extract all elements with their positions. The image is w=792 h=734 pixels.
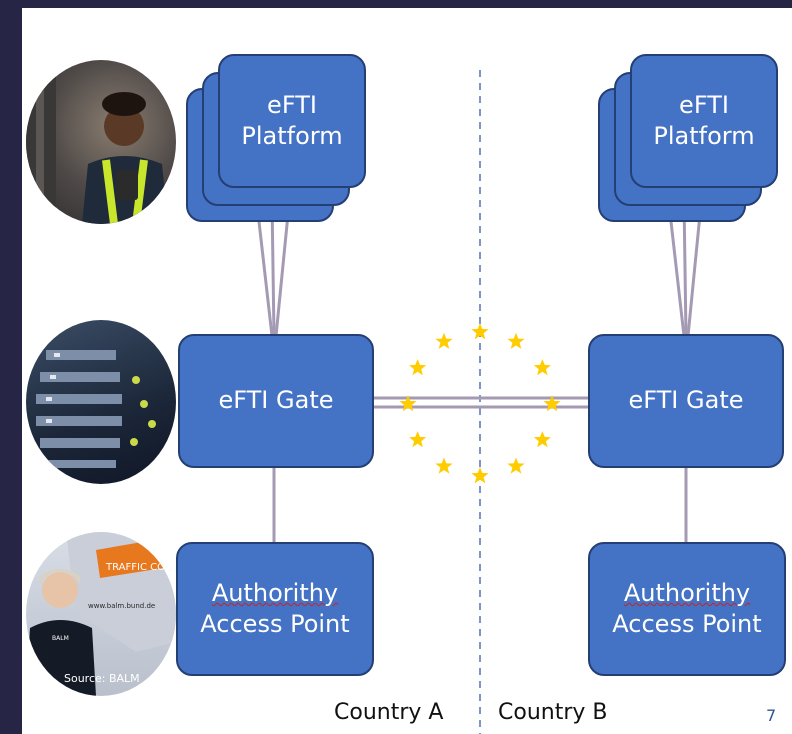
worker-photo: [26, 60, 176, 224]
vest-text: BALM: [52, 635, 69, 642]
slide: TRAFFIC CONTROL www.balm.bund.de BALM So…: [22, 8, 792, 734]
country-a-label: Country A: [334, 700, 444, 725]
left-authority-access-point[interactable]: Authorithy Access Point: [176, 542, 374, 676]
right-platform-line1: eFTI: [679, 90, 729, 119]
left-efti-gate[interactable]: eFTI Gate: [178, 334, 374, 468]
country-b-label: Country B: [498, 700, 608, 725]
left-access-line1: Authorithy: [211, 578, 339, 607]
left-access-line2: Access Point: [200, 610, 350, 638]
eu-star: [471, 323, 489, 340]
van-text: TRAFFIC CONTROL: [105, 562, 176, 573]
eu-star: [507, 457, 525, 474]
eu-star: [507, 332, 525, 349]
eu-star: [471, 467, 489, 484]
eu-star: [409, 359, 427, 376]
eu-star: [543, 395, 561, 412]
right-access-line2: Access Point: [612, 610, 762, 638]
right-access-line1: Authorithy: [623, 578, 751, 607]
left-gate-label: eFTI Gate: [218, 386, 334, 415]
officer-photo: TRAFFIC CONTROL www.balm.bund.de BALM So…: [26, 532, 176, 696]
right-efti-platform[interactable]: eFTI Platform: [630, 54, 778, 188]
left-efti-platform[interactable]: eFTI Platform: [218, 54, 366, 188]
photo-credit: Source: BALM: [64, 672, 140, 685]
officer-illustration: TRAFFIC CONTROL www.balm.bund.de BALM So…: [26, 532, 176, 696]
left-platform-line1: eFTI: [267, 90, 317, 119]
left-platform-line2: Platform: [241, 122, 343, 150]
server-rack-illustration: [36, 350, 156, 468]
right-gate-label: eFTI Gate: [628, 386, 744, 415]
eu-star: [435, 457, 453, 474]
eu-star: [435, 332, 453, 349]
server-rack-photo: [26, 320, 176, 484]
page-number: 7: [766, 706, 777, 725]
right-platform-line2: Platform: [653, 122, 755, 150]
worker-illustration: [26, 60, 168, 224]
van-url: www.balm.bund.de: [88, 602, 155, 610]
eu-star: [533, 431, 551, 448]
eu-star-circle: [399, 323, 561, 484]
eu-star: [533, 359, 551, 376]
eu-star: [409, 431, 427, 448]
right-efti-gate[interactable]: eFTI Gate: [588, 334, 784, 468]
eu-star: [399, 395, 417, 412]
right-authority-access-point[interactable]: Authorithy Access Point: [588, 542, 786, 676]
